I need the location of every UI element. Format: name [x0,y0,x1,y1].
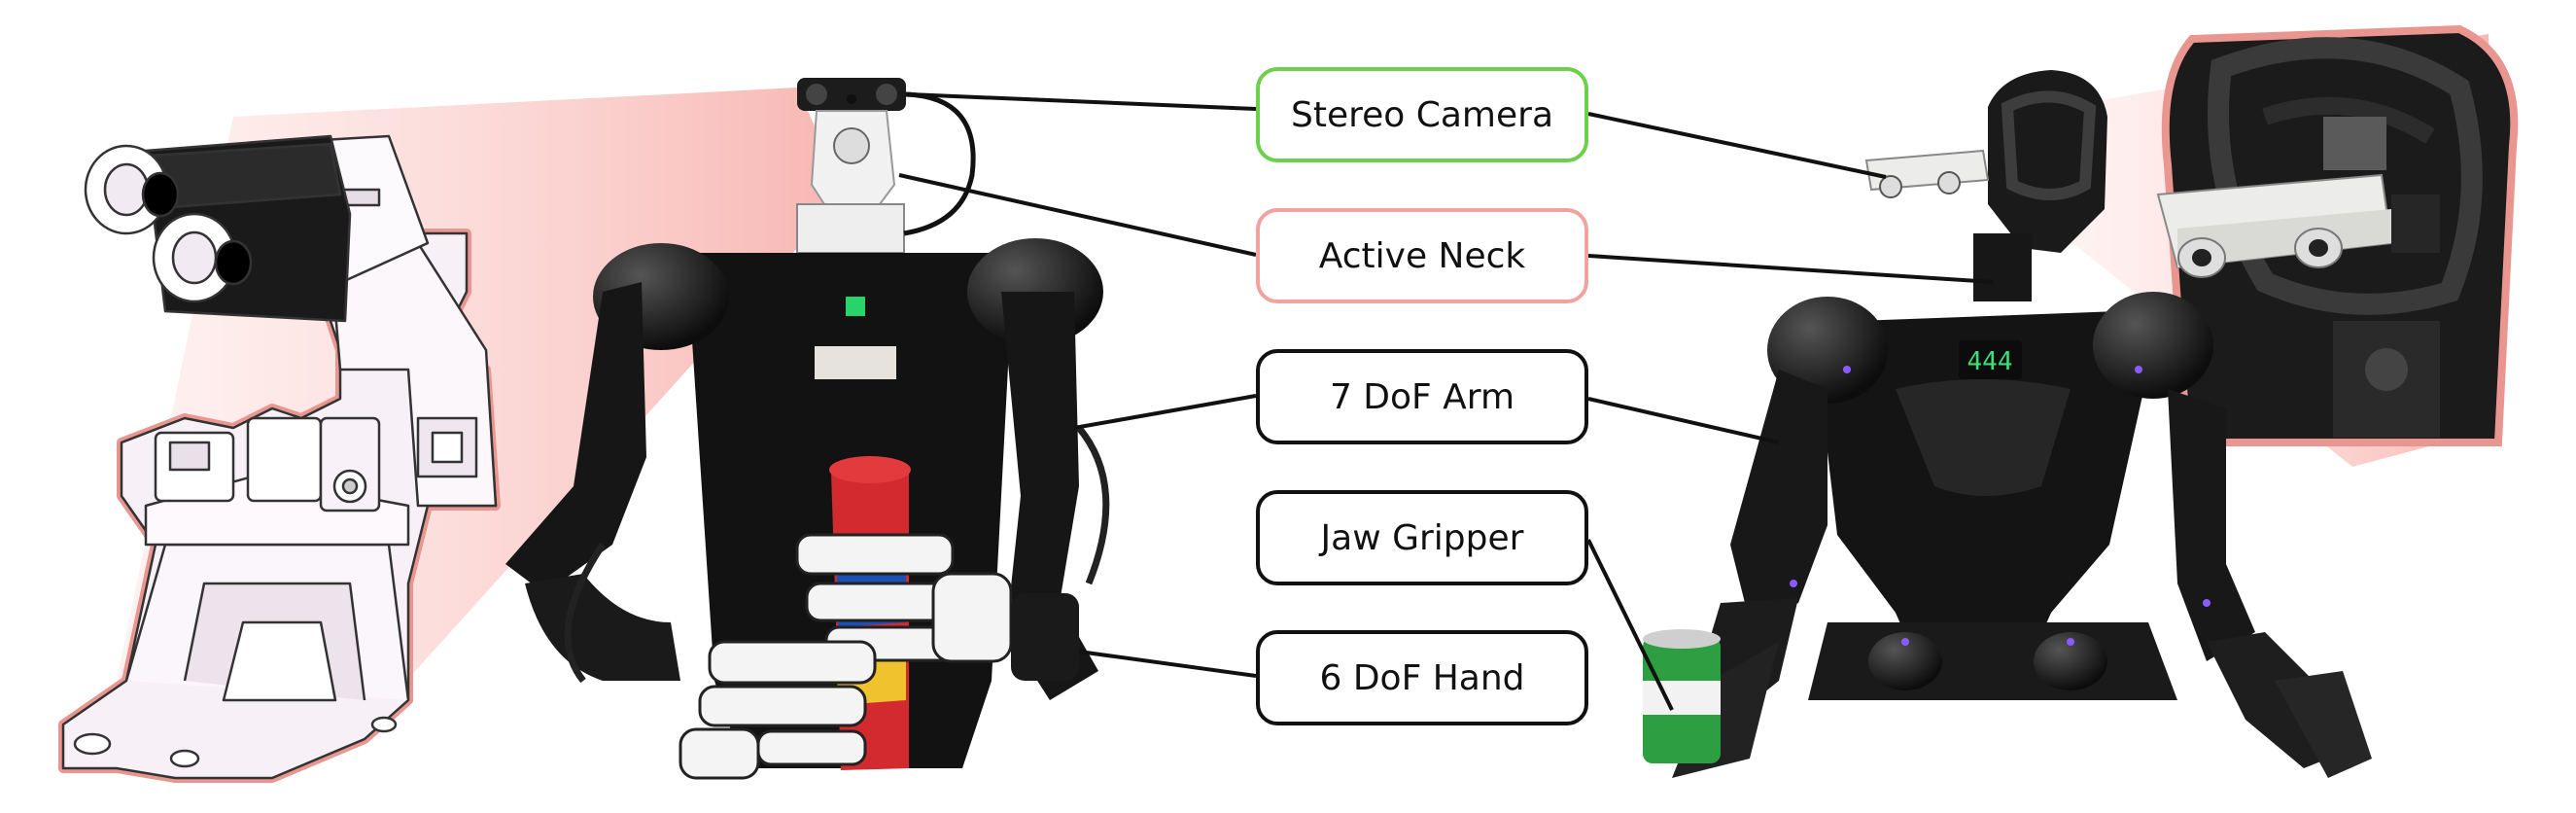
arm-label-text: 7 DoF Arm [1329,376,1515,417]
svg-text:444: 444 [1967,347,2013,376]
stereo-camera-label-text: Stereo Camera [1290,94,1554,135]
hand-label: 6 DoF Hand [1256,630,1588,725]
connector-gripper [1586,539,1674,711]
hand-label-text: 6 DoF Hand [1319,657,1525,698]
cad-neck-assembly [58,134,501,783]
humanoid-robot-dexterous [505,78,1110,780]
connector-arm-left [1073,394,1257,430]
connector-active-neck-right [1587,254,1994,284]
active-neck-label-text: Active Neck [1318,235,1526,276]
humanoid-robot-gripper: 444 [1643,70,2372,778]
connector-lines [898,92,1994,711]
connector-stereo-camera-right [1587,112,1887,179]
connector-hand [1078,650,1257,678]
gripper-label-text: Jaw Gripper [1320,517,1524,558]
connector-arm-right [1587,397,1780,444]
stereo-camera-label: Stereo Camera [1256,67,1588,162]
connector-stereo-camera-left [908,92,1257,111]
active-neck-label: Active Neck [1256,208,1588,303]
arm-label: 7 DoF Arm [1256,349,1588,444]
connector-active-neck-left [898,173,1257,257]
gripper-label: Jaw Gripper [1256,490,1588,585]
stereo-camera-closeup-inset [2156,24,2519,446]
